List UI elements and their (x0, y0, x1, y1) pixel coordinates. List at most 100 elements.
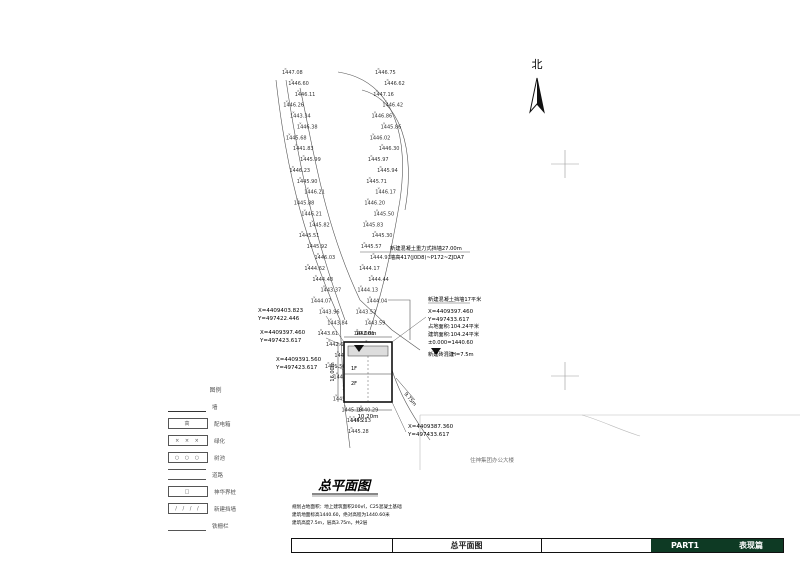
legend-label: 墙 (212, 404, 218, 411)
legend-symbol-icon: / / / / (168, 503, 208, 514)
survey-mark-icon: × (344, 404, 347, 408)
survey-mark-icon: × (306, 263, 309, 267)
svg-text:Y=497433.617: Y=497433.617 (407, 432, 450, 438)
survey-mark-icon: × (313, 296, 316, 300)
title-bar-spacer (542, 539, 651, 552)
svg-text:Y=497423.617: Y=497423.617 (259, 338, 302, 344)
survey-mark-icon: × (329, 317, 332, 321)
entrance-marker-icon (354, 345, 364, 352)
survey-point: 1445.50 (374, 212, 395, 218)
survey-point: 1445.94 (377, 168, 398, 174)
survey-mark-icon: × (311, 219, 314, 223)
legend-symbol-icon (168, 469, 206, 480)
survey-point: 1441.83 (293, 146, 314, 152)
survey-mark-icon: × (377, 187, 380, 191)
svg-text:建筑地面标高1440.60，绝对高程为1440.60米: 建筑地面标高1440.60，绝对高程为1440.60米 (292, 511, 390, 518)
survey-point: 1444.62 (304, 266, 325, 272)
survey-point: 1445.92 (307, 244, 328, 250)
survey-mark-icon: × (361, 263, 364, 267)
survey-mark-icon: × (302, 154, 305, 158)
survey-point: 1445.99 (300, 157, 321, 163)
survey-mark-icon: × (369, 296, 372, 300)
survey-point: 1446.75 (375, 70, 396, 76)
site-boundary (275, 71, 800, 470)
callout-text: 新建混凝土重力式挡墙27.00m 墙高417(J0D8)~P172~ZJDA7 … (390, 244, 482, 358)
survey-point: 1444.13 (357, 288, 378, 294)
survey-mark-icon: × (349, 415, 352, 419)
survey-mark-icon: × (372, 252, 375, 256)
survey-mark-icon: × (303, 209, 306, 213)
survey-point: 1447.16 (373, 92, 394, 98)
legend-item: 高配电箱 (168, 415, 263, 432)
crosshair-icon (551, 150, 579, 390)
survey-point: 1446.26 (283, 103, 304, 109)
survey-mark-icon: × (288, 132, 291, 136)
survey-point: 1442.64 (326, 342, 347, 348)
survey-mark-icon: × (365, 339, 368, 343)
survey-point: 1446.60 (288, 81, 309, 87)
dimension-label: 10.00m (355, 331, 376, 337)
title-bar: 总平面图 PART1 表现篇 (291, 538, 784, 553)
survey-mark-icon: × (368, 176, 371, 180)
building-floor-label: 1F (351, 366, 357, 372)
svg-text:新建混凝土重力式挡墙27.00m: 新建混凝土重力式挡墙27.00m (390, 244, 462, 252)
survey-mark-icon: × (372, 132, 375, 136)
survey-point: 1445.30 (372, 233, 393, 239)
survey-point: 1444.17 (359, 266, 380, 272)
survey-point: 1447.08 (282, 70, 303, 76)
svg-text:占地面积:104.24平米: 占地面积:104.24平米 (428, 322, 480, 330)
svg-text:X=4409387.360: X=4409387.360 (408, 424, 454, 430)
survey-point: 1444.48 (312, 277, 333, 283)
survey-mark-icon: × (301, 230, 304, 234)
survey-mark-icon: × (358, 306, 361, 310)
legend-item: ○ ○ ○树池 (168, 449, 263, 466)
survey-mark-icon: × (321, 306, 324, 310)
survey-point: 1445.18 (342, 407, 363, 413)
survey-point: 1442.81 (354, 331, 375, 337)
legend-item: 墙 (168, 398, 263, 415)
survey-mark-icon: × (360, 404, 363, 408)
survey-mark-icon: × (381, 143, 384, 147)
survey-mark-icon: × (377, 67, 380, 71)
survey-mark-icon: × (370, 274, 373, 278)
survey-point: 1443.37 (321, 288, 342, 294)
survey-mark-icon: × (376, 209, 379, 213)
survey-point: 1445.88 (294, 201, 315, 207)
svg-text:墙高417(J0D8)~P172~ZJDA7: 墙高417(J0D8)~P172~ZJDA7 (390, 253, 464, 261)
survey-point: 1446.23 (289, 168, 310, 174)
survey-mark-icon: × (317, 252, 320, 256)
survey-mark-icon: × (292, 111, 295, 115)
survey-mark-icon: × (297, 89, 300, 93)
survey-point: 1443.34 (290, 114, 311, 120)
survey-mark-icon: × (291, 165, 294, 169)
survey-mark-icon: × (375, 89, 378, 93)
survey-point: 1443.61 (318, 331, 339, 337)
svg-text:±0.000=1440.60: ±0.000=1440.60 (428, 340, 473, 346)
survey-point: 1440.29 (358, 407, 379, 413)
legend-symbol-icon: 高 (168, 418, 208, 429)
elevation-marker-icon (431, 348, 441, 355)
survey-point: 1446.42 (382, 103, 403, 109)
survey-point: 1445.28 (333, 397, 354, 403)
survey-mark-icon: × (299, 176, 302, 180)
survey-mark-icon: × (352, 415, 355, 419)
neighbor-building-label: 住神集团办公大楼 (470, 456, 515, 464)
svg-text:规划占地面积：地上建筑面积200㎡，C25混凝土基础: 规划占地面积：地上建筑面积200㎡，C25混凝土基础 (292, 503, 402, 510)
survey-mark-icon: × (366, 198, 369, 202)
survey-point: 1446.20 (364, 201, 385, 207)
plan-notes: 规划占地面积：地上建筑面积200㎡，C25混凝土基础 建筑地面标高1440.60… (292, 503, 402, 526)
legend-label: 配电箱 (214, 421, 231, 428)
svg-text:建筑面积:104.24平米: 建筑面积:104.24平米 (428, 330, 480, 338)
dimension-lines (337, 336, 416, 411)
survey-mark-icon: × (323, 285, 326, 289)
legend-label: 道路 (212, 472, 224, 479)
survey-point: 1441.56 (325, 364, 346, 370)
north-arrow-fill-icon (537, 78, 544, 112)
legend-symbol-icon: × × × (168, 435, 208, 446)
survey-mark-icon: × (306, 187, 309, 191)
legend-symbol-icon: □ (168, 486, 208, 497)
survey-point: 1444.04 (367, 299, 388, 305)
svg-text:X=4409397.460: X=4409397.460 (260, 330, 306, 336)
svg-text:Y=497433.617: Y=497433.617 (427, 317, 470, 323)
